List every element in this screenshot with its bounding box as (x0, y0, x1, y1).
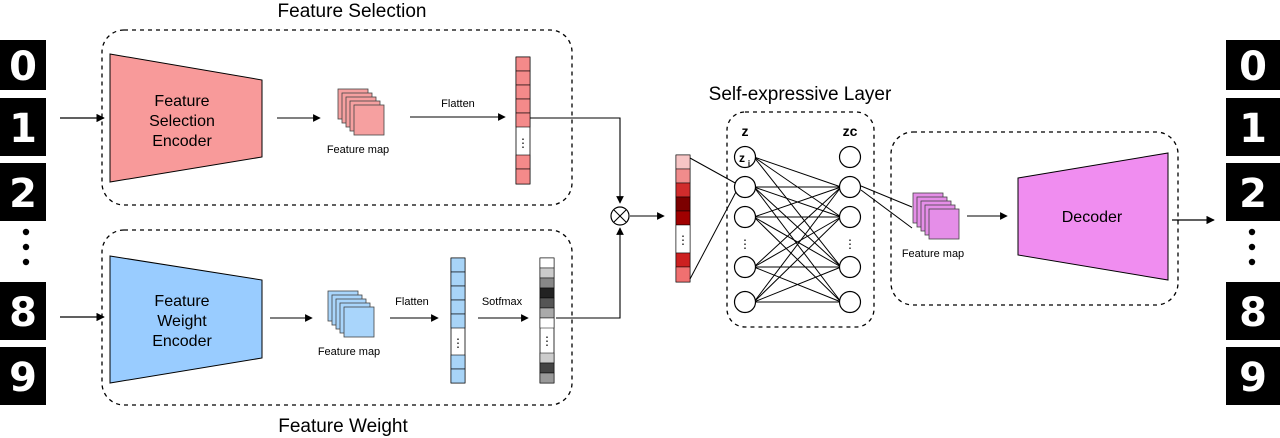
input-digit-4: 9 (9, 355, 37, 401)
selection-flatten-vector (515, 56, 531, 185)
feature-weight-title: Feature Weight (278, 416, 408, 437)
selection-feature-map-label: Feature map (327, 144, 389, 156)
softmax-vector (539, 257, 555, 384)
decoder-feature-map-label: Feature map (902, 248, 964, 260)
weight-feature-map (327, 290, 375, 338)
input-digit-2: 2 (9, 171, 37, 217)
output-ellipsis-dot (1248, 228, 1256, 236)
feature-selection-encoder (109, 53, 263, 183)
self-expressive-title: Self-expressive Layer (709, 84, 892, 105)
z-column-ellipsis: ⋮ (739, 237, 751, 251)
self-expressive-edge (753, 186, 842, 218)
selection-feature-map (337, 88, 385, 136)
output-digit-4: 9 (1239, 355, 1267, 401)
zc-to-map-connector (860, 189, 913, 229)
z-node-1 (733, 175, 757, 199)
input-digit-tile-1 (0, 98, 46, 156)
decoder-label: Decoder (1062, 209, 1123, 226)
weight-encoder-label-1: Feature (154, 293, 209, 310)
self-expressive-connections (753, 156, 842, 303)
input-digit-tile-4 (0, 347, 46, 405)
feature-selection-title: Feature Selection (278, 1, 427, 22)
vector-to-z-connector (689, 189, 738, 280)
decoder-feature-map (912, 192, 960, 240)
output-digit-3: 8 (1239, 290, 1267, 336)
self-expressive-box (726, 111, 875, 328)
output-digit-strip: 0 1 2 8 9 (1226, 40, 1280, 405)
self-expressive-edge (753, 156, 842, 268)
zc-node-1 (838, 175, 862, 199)
output-ellipsis-dot (1248, 243, 1256, 251)
z-node-4 (733, 290, 757, 314)
output-digit-tile-0 (1226, 40, 1280, 90)
zc-column-ellipsis: ⋮ (844, 237, 856, 251)
selection-vector-ellipsis: ⋮ (517, 136, 529, 150)
weight-encoder-label-3: Encoder (152, 333, 212, 350)
output-digit-tile-2 (1226, 163, 1280, 221)
self-expressive-edge (753, 216, 842, 303)
self-expressive-edge (753, 216, 842, 268)
output-digit-0: 0 (1239, 44, 1267, 90)
output-ellipsis-dot (1248, 258, 1256, 266)
zc-node-2 (838, 205, 862, 229)
decoder-block (1017, 152, 1169, 281)
feature-weight-encoder (109, 255, 263, 384)
selection-flatten-label: Flatten (441, 98, 475, 110)
self-expressive-edge (753, 156, 842, 218)
weight-vector-ellipsis: ⋮ (452, 336, 464, 350)
selection-encoder-label-3: Encoder (152, 133, 212, 150)
self-expressive-edge (753, 186, 842, 268)
zc-node-3 (838, 255, 862, 279)
z-node-3 (733, 255, 757, 279)
self-expressive-edge (753, 156, 842, 188)
zc-label: zc (843, 123, 858, 139)
input-digit-strip: 0 1 2 8 9 (0, 40, 46, 405)
multiply-icon (613, 209, 627, 223)
softmax-label: Sotfmax (482, 296, 523, 308)
weight-encoder-label-2: Weight (157, 313, 207, 330)
input-ellipsis-dot (22, 243, 30, 251)
zc-to-map-connector (860, 185, 913, 208)
softmax-vector-ellipsis: ⋮ (541, 334, 553, 348)
combined-vector-ellipsis: ⋮ (677, 233, 689, 247)
self-expressive-nodes (733, 145, 862, 314)
weight-to-multiply-connector (556, 227, 624, 319)
weight-flatten-vector (450, 257, 466, 384)
input-digit-0: 0 (9, 44, 37, 90)
z-node-2 (733, 205, 757, 229)
input-digit-1: 1 (9, 106, 37, 152)
input-ellipsis-dot (22, 258, 30, 266)
input-digit-tile-0 (0, 40, 46, 90)
zc-node-4 (838, 290, 862, 314)
output-digit-2: 2 (1239, 171, 1267, 217)
output-digit-tile-3 (1226, 282, 1280, 340)
vector-to-z-connector (689, 157, 738, 185)
weight-flatten-label: Flatten (395, 296, 429, 308)
input-ellipsis-dot (22, 228, 30, 236)
zi-subscript: i (748, 159, 750, 168)
output-digit-tile-1 (1226, 98, 1280, 156)
zi-label: z (739, 151, 745, 165)
selection-encoder-label-1: Feature (154, 93, 209, 110)
self-expressive-edge (753, 266, 842, 303)
input-digit-3: 8 (9, 290, 37, 336)
z-node-0 (733, 145, 757, 169)
input-digit-tile-2 (0, 163, 46, 221)
weight-feature-map-label: Feature map (318, 346, 380, 358)
decoder-box (890, 131, 1179, 306)
self-expressive-edge (753, 186, 842, 303)
selection-encoder-label-2: Selection (149, 113, 215, 130)
input-digit-tile-3 (0, 282, 46, 340)
combined-feature-vector (675, 154, 691, 283)
selection-to-multiply-connector (530, 117, 624, 204)
output-digit-tile-4 (1226, 347, 1280, 405)
output-digit-1: 1 (1239, 106, 1267, 152)
zc-node-0 (838, 145, 862, 169)
z-label: z (742, 123, 749, 139)
